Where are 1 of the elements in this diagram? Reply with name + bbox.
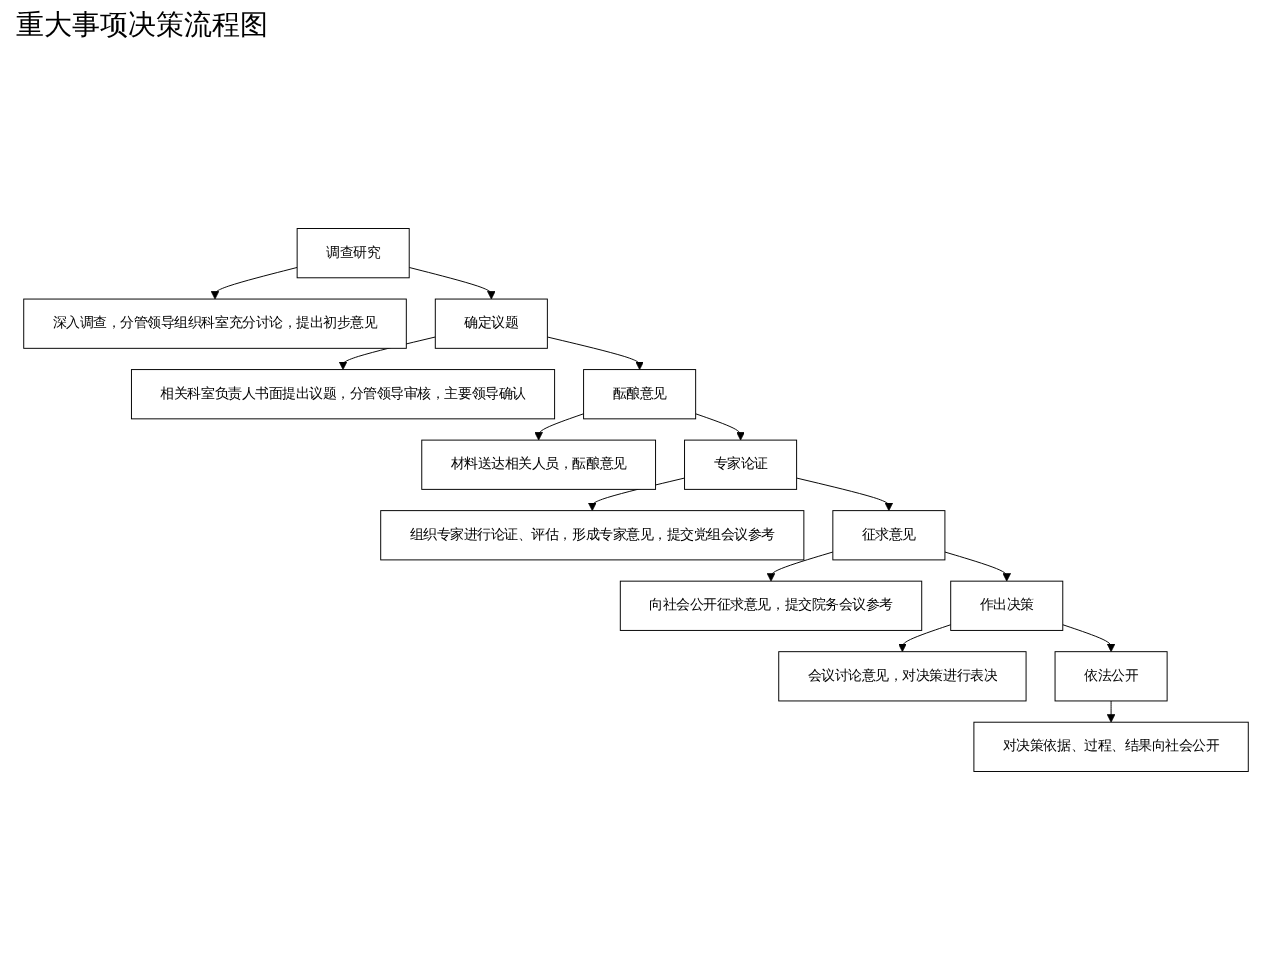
diagram-title: 重大事项决策流程图 [16, 8, 268, 44]
